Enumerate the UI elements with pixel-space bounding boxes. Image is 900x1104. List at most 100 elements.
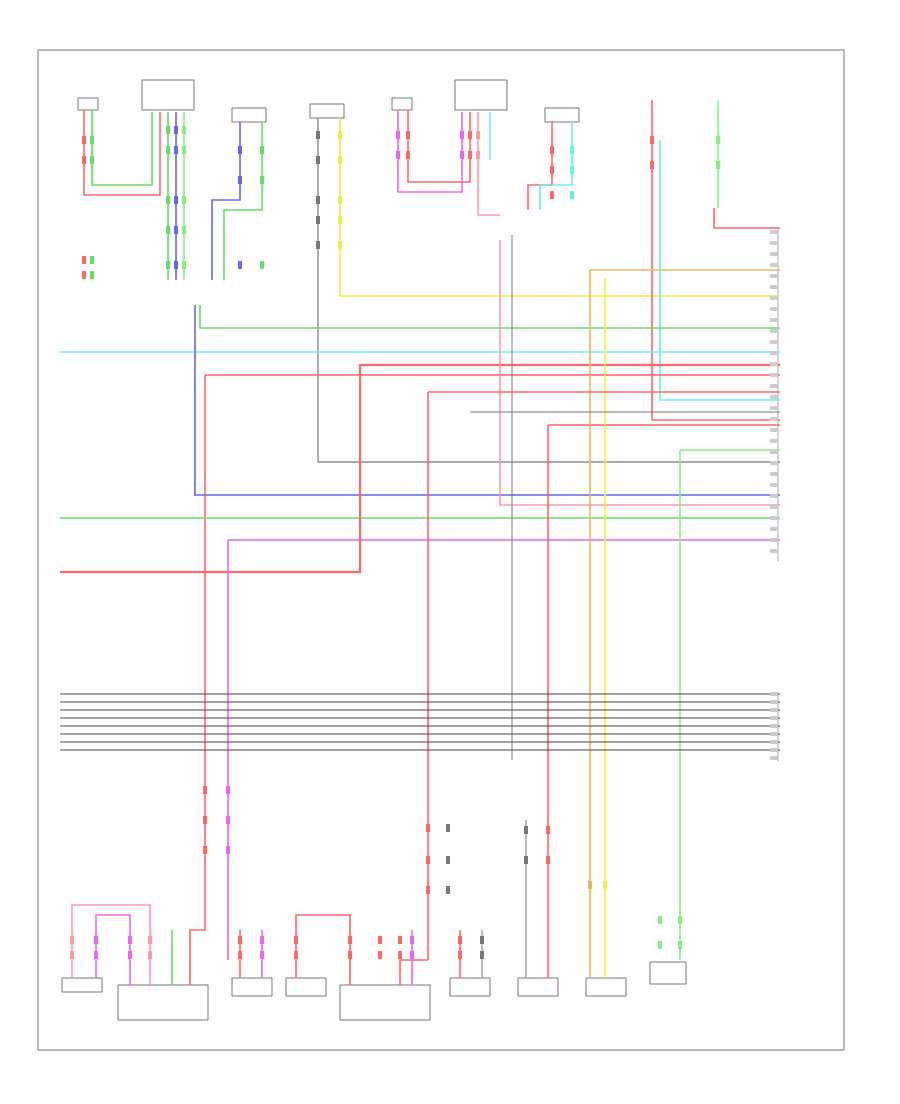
wire-yellow-center [339,118,780,297]
stereo-component-box[interactable] [649,961,687,985]
wire-red-lra [189,780,206,985]
amp-pin [770,740,778,744]
amp-pin [770,340,778,344]
amp-pin [770,505,778,509]
wire-red-h3 [60,363,780,574]
diagram-frame [37,49,845,1051]
amp-pin [770,461,778,465]
connector-tick [70,951,74,959]
wire-red-rra [399,959,428,985]
connector-tick [238,176,242,184]
left-rear-tweeter-box[interactable] [77,97,99,111]
right-rear-center-speaker-box[interactable] [544,107,580,123]
left-rear-door-speaker-box[interactable] [141,79,195,111]
left-rear-center-speaker-box[interactable] [231,107,267,123]
connector-tick [658,916,662,924]
amp-pin [770,263,778,267]
right-rear-tweeter-box[interactable] [391,97,413,111]
connector-tick [338,196,342,204]
connector-tick [678,916,682,924]
connector-tick [348,936,352,944]
amp-pin [770,241,778,245]
amp-pin [770,748,778,752]
connector-tick [396,131,400,139]
amp-pin [770,472,778,476]
connector-tick [716,161,720,169]
right-rear-speaker-assembly-box[interactable] [339,984,431,1021]
wire-pink-v1 [499,240,780,506]
wire-cyan-fuse1 [659,140,780,401]
left-rear-woofer-box[interactable] [61,977,103,993]
connector-tick [90,156,94,164]
connector-tick [678,941,682,949]
connector-tick [378,951,382,959]
connector-tick [650,136,654,144]
amp-pin [770,395,778,399]
connector-tick [338,241,342,249]
wire-blue-h1 [194,305,780,496]
connector-tick [468,131,472,139]
connector-tick [550,146,554,154]
amp-pin [770,307,778,311]
connector-tick [260,261,264,269]
right-rear-woofer-box[interactable] [449,977,491,997]
connector-tick [410,936,414,944]
center-speaker-box[interactable] [309,103,345,119]
connector-tick [460,131,464,139]
connector-tick [460,151,464,159]
connector-tick [182,146,186,154]
connector-tick [658,941,662,949]
connector-tick [603,881,607,889]
right-rear-door-speaker-box[interactable] [454,79,508,111]
connector-tick [468,151,472,159]
connector-tick [316,216,320,224]
connector-tick [338,216,342,224]
connector-tick [480,936,484,944]
connector-tick [260,176,264,184]
connector-tick [446,886,450,894]
amp-pin [770,373,778,377]
left-front-tweeter-box[interactable] [517,977,559,997]
connector-tick [294,951,298,959]
connector-tick [426,886,430,894]
connector-tick [82,136,86,144]
amp-pin [770,708,778,712]
connector-tick [182,126,186,134]
connector-tick [90,256,94,264]
connector-tick [174,146,178,154]
wire-gray-center [317,118,780,463]
wire-pink-door [477,112,500,216]
amp-pin [770,732,778,736]
connector-tick [82,156,86,164]
connector-tick [166,226,170,234]
right-front-tweeter-box[interactable] [585,977,627,997]
connector-tick [524,856,528,864]
connector-tick [378,936,382,944]
connector-tick [166,196,170,204]
connector-tick [426,856,430,864]
connector-tick [148,936,152,944]
connector-tick [476,131,480,139]
amp-pin [770,756,778,760]
left-rear-speaker-assembly-box[interactable] [117,984,209,1021]
amp-pin [770,494,778,498]
amp-pin [770,483,778,487]
amp-pin [770,439,778,443]
amp-pin [770,716,778,720]
connector-tick [570,191,574,199]
wire-blue-center [211,122,241,280]
connector-tick [174,261,178,269]
connector-tick [480,951,484,959]
connector-tick [398,936,402,944]
connector-tick [396,151,400,159]
connector-tick [316,241,320,249]
amp-pin [770,538,778,542]
amp-pin [770,384,778,388]
amp-pin [770,527,778,531]
wire-green-lr-tweeter [91,110,153,186]
right-front-speaker-box[interactable] [285,977,327,997]
amp-pin [770,417,778,421]
left-front-speaker-box[interactable] [231,977,273,997]
amp-pin [770,362,778,366]
